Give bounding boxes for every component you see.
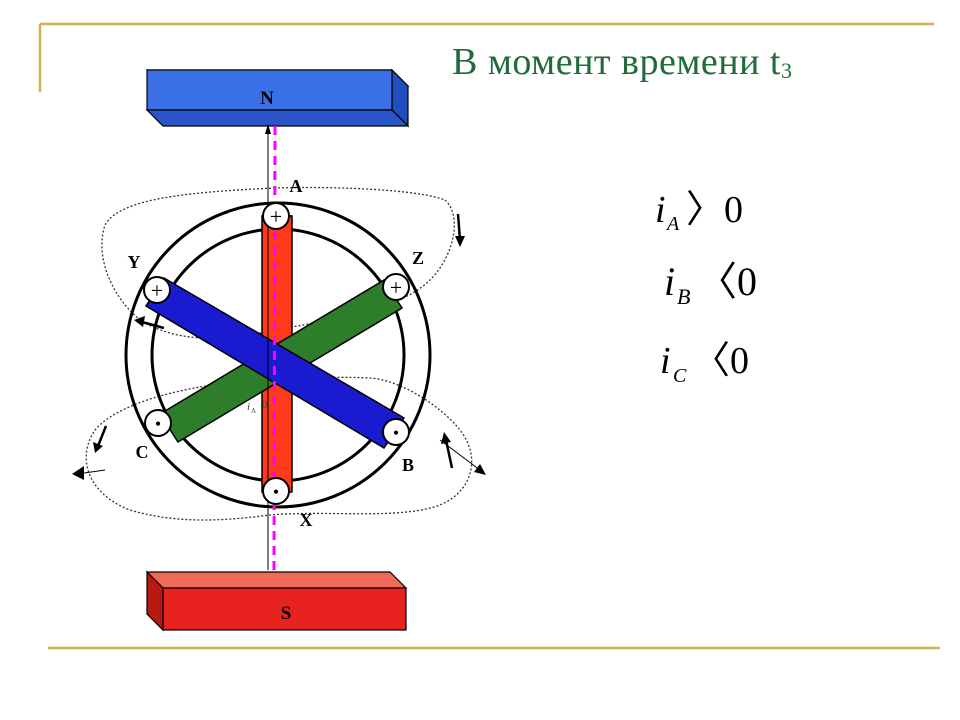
flux-loop-lower: [85, 376, 473, 521]
conductor-b: •: [382, 418, 410, 446]
formula-ia-sub: A: [665, 213, 680, 235]
formula-ib-sub: B: [677, 284, 690, 309]
inner-annotation-i: i: [247, 401, 250, 413]
label-b: B: [402, 455, 414, 475]
conductor-a-mark: +: [270, 204, 282, 229]
formula-ib: i B 〈0: [664, 259, 757, 309]
flux-arrow-upper-right: [455, 213, 465, 247]
label-x: X: [300, 510, 313, 530]
conductor-z-mark: +: [390, 275, 402, 300]
conductor-y: +: [143, 276, 171, 304]
south-magnet-face: [162, 587, 407, 631]
formula-ia-rel: 〉0: [686, 189, 743, 231]
inner-current-annotation: i A 0: [247, 399, 268, 415]
south-label: S: [281, 603, 292, 624]
conductor-x: •: [262, 477, 290, 505]
formula-ic-rel: 〈0: [692, 340, 749, 382]
axis-arrow-up: [265, 124, 271, 134]
flux-arrow-left-tip: [72, 466, 106, 480]
flux-arrow-right-tip: [439, 439, 486, 475]
south-magnet: S: [145, 570, 408, 632]
formula-ia-i: i: [655, 189, 666, 231]
conductor-a: +: [262, 202, 290, 230]
slide-title-subscript: 3: [780, 58, 793, 83]
formula-ia: i A 〉0: [655, 189, 743, 235]
formula-ic-sub: C: [673, 365, 687, 387]
north-magnet: N: [145, 68, 410, 128]
inner-annotation-sub: A: [251, 407, 256, 415]
flux-arrow-lower-left: [93, 425, 108, 453]
label-z: Z: [412, 248, 424, 268]
north-label: N: [260, 88, 274, 109]
label-a: A: [290, 176, 303, 196]
flux-arrow-upper-left: [134, 316, 165, 330]
conductor-z: +: [382, 273, 410, 301]
conductor-c-mark: •: [155, 414, 161, 434]
inner-annotation-rel: 0: [262, 399, 268, 411]
conductor-b-mark: •: [393, 423, 399, 443]
formula-ib-rel: 〈0: [697, 259, 757, 304]
label-c: C: [136, 442, 149, 462]
conductor-y-mark: +: [151, 278, 163, 303]
conductor-c: •: [144, 409, 172, 437]
north-magnet-face: [146, 69, 393, 111]
formula-ic: i C 〈0: [660, 340, 749, 387]
slide-title: В момент времени t3: [452, 40, 792, 84]
formula-ic-i: i: [660, 340, 671, 382]
conductor-x-mark: •: [273, 482, 279, 502]
label-y: Y: [128, 252, 141, 272]
slide-title-text: В момент времени t: [452, 41, 781, 83]
formula-ib-i: i: [664, 259, 675, 304]
